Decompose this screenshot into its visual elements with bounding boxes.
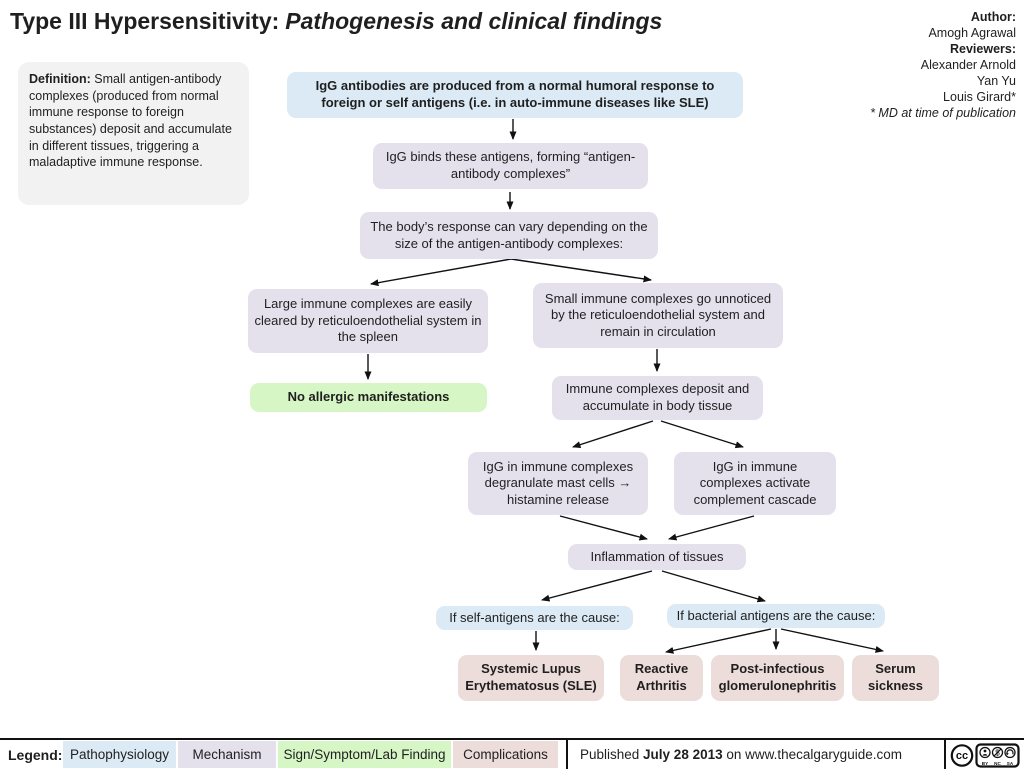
legend-divider bbox=[566, 740, 568, 769]
page-title-main: Type III Hypersensitivity: bbox=[10, 8, 280, 34]
node-inflammation-of-tissues: Inflammation of tissues bbox=[568, 544, 746, 570]
page-title-subtitle: Pathogenesis and clinical findings bbox=[285, 8, 663, 34]
legend-item-mechanism: Mechanism bbox=[178, 741, 276, 768]
definition-label: Definition: bbox=[29, 72, 91, 86]
legend-bar: Legend: Pathophysiology Mechanism Sign/S… bbox=[0, 738, 1024, 769]
node-complexes-deposit: Immune complexes deposit and accumulate … bbox=[552, 376, 763, 420]
published-text: Published July 28 2013 on www.thecalgary… bbox=[580, 741, 902, 768]
legend-divider bbox=[944, 740, 946, 769]
cc-icon: cc bbox=[956, 750, 968, 762]
node-sle: Systemic Lupus Erythematosus (SLE) bbox=[458, 655, 604, 701]
node-if-self-antigens: If self-antigens are the cause: bbox=[436, 606, 633, 630]
cc-sa-label: SA bbox=[1007, 761, 1014, 766]
cc-by-label: BY bbox=[982, 761, 988, 766]
definition-box: Definition: Small antigen-antibody compl… bbox=[18, 62, 249, 205]
reviewer-name: Alexander Arnold bbox=[920, 58, 1016, 72]
published-url: on www.thecalgaryguide.com bbox=[722, 747, 902, 762]
node-large-immune-complexes: Large immune complexes are easily cleare… bbox=[248, 289, 488, 353]
legend-item-pathophysiology: Pathophysiology bbox=[63, 741, 176, 768]
node-igg-antibodies-produced: IgG antibodies are produced from a norma… bbox=[287, 72, 743, 118]
published-prefix: Published bbox=[580, 747, 644, 762]
node-igg-binds-antigens: IgG binds these antigens, forming “antig… bbox=[373, 143, 648, 189]
cc-by-icon bbox=[979, 746, 991, 759]
author-label: Author: bbox=[970, 10, 1016, 24]
credits-note: * MD at time of publication bbox=[870, 106, 1016, 120]
node-reactive-arthritis: Reactive Arthritis bbox=[620, 655, 703, 701]
cc-nc-label: NC bbox=[994, 761, 1001, 766]
node-activate-complement: IgG in immune complexes activate complem… bbox=[674, 452, 836, 515]
legend-item-complications: Complications bbox=[453, 741, 558, 768]
reviewer-name: Louis Girard* bbox=[943, 90, 1016, 104]
reviewer-name: Yan Yu bbox=[976, 74, 1016, 88]
definition-text: Small antigen-antibody complexes (produc… bbox=[29, 72, 232, 170]
legend-label: Legend: bbox=[8, 746, 63, 763]
reviewers-label: Reviewers: bbox=[949, 42, 1016, 56]
node-small-immune-complexes: Small immune complexes go unnoticed by t… bbox=[533, 283, 783, 348]
credits-block: Author: Amogh Agrawal Reviewers: Alexand… bbox=[870, 9, 1016, 121]
node-if-bacterial-antigens: If bacterial antigens are the cause: bbox=[667, 604, 885, 628]
node-post-infectious-glomerulonephritis: Post-infectious glomerulonephritis bbox=[711, 655, 844, 701]
node-body-response-varies: The body’s response can vary depending o… bbox=[360, 212, 658, 259]
node-no-allergic-manifestations: No allergic manifestations bbox=[250, 383, 487, 412]
node-degranulate-mast-cells: IgG in immune complexes degranulate mast… bbox=[468, 452, 648, 515]
cc-nc-icon bbox=[991, 746, 1004, 759]
legend-item-sign-symptom-lab-finding: Sign/Symptom/Lab Finding bbox=[278, 741, 451, 768]
cc-license-badge: cc $ BY NC SA bbox=[950, 743, 1020, 768]
cc-sa-icon bbox=[1004, 746, 1016, 759]
published-date: July 28 2013 bbox=[643, 747, 723, 762]
page-title: Type III Hypersensitivity:Pathogenesis a… bbox=[10, 8, 662, 35]
node-serum-sickness: Serum sickness bbox=[852, 655, 939, 701]
author-name: Amogh Agrawal bbox=[928, 26, 1016, 40]
